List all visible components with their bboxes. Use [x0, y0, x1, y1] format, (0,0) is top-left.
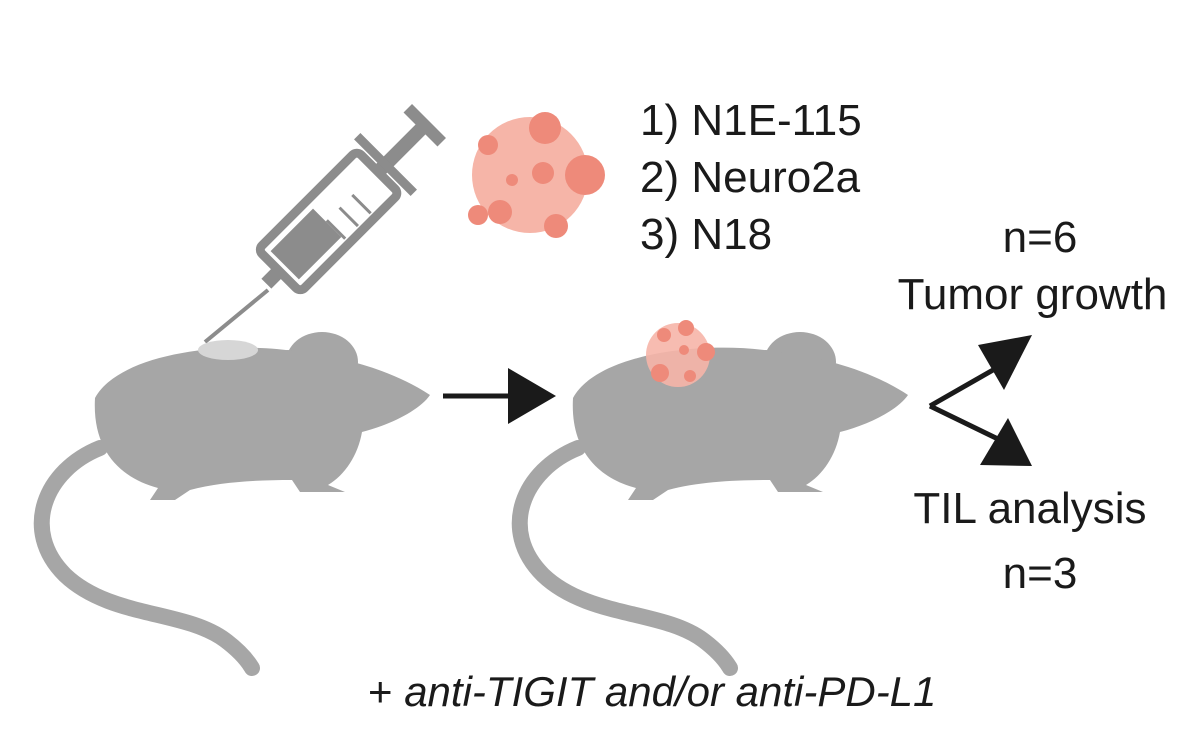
mouse-icon [42, 332, 430, 668]
cell-line-3-label: 3) N18 [640, 210, 773, 259]
growth-label: Tumor growth [897, 270, 1168, 319]
cell-line-1-label: 1) N1E-115 [640, 96, 862, 145]
til-n-label: n=3 [1002, 549, 1078, 598]
til-label: TIL analysis [913, 484, 1147, 533]
treatment-text: anti-TIGIT and/or anti-PD-L1 [404, 668, 937, 715]
treatment-label: + anti-TIGIT and/or anti-PD-L1 [368, 668, 936, 716]
tumor-cells-icon [468, 112, 605, 238]
cell-line-2-label: 2) Neuro2a [640, 153, 861, 202]
branch-arrow-down [928, 403, 1032, 466]
arrow-icon [443, 368, 556, 424]
treatment-plus: + [368, 668, 393, 715]
syringe-icon [203, 104, 446, 344]
tumor-bearing-mouse-icon [520, 320, 908, 668]
branch-arrow-up [928, 335, 1032, 409]
growth-n-label: n=6 [1002, 213, 1078, 262]
